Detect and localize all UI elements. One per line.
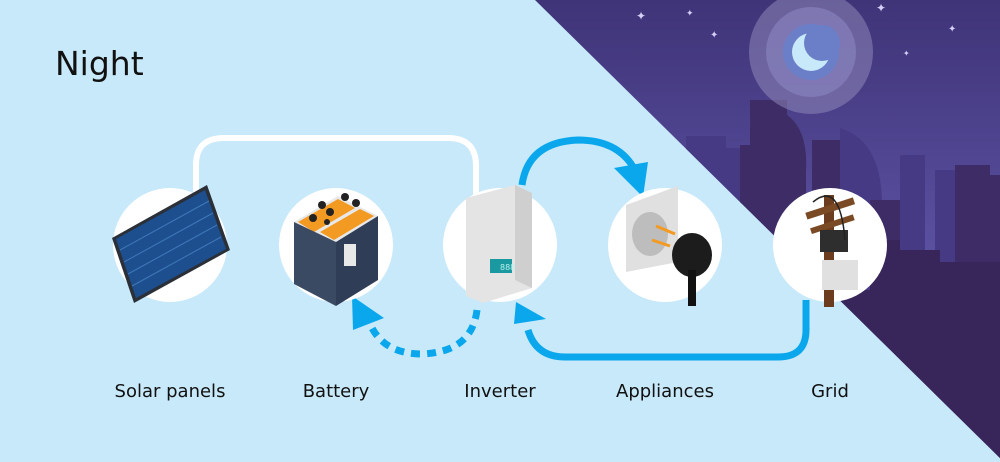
- label-inverter: Inverter: [464, 381, 536, 402]
- flow-solar-to-inverter-inactive: [193, 135, 479, 195]
- flow-grid-to-inverter: [514, 300, 810, 361]
- flow-inverter-to-battery-dashed: [352, 296, 481, 358]
- power-plug-icon: [626, 186, 712, 306]
- label-battery: Battery: [302, 381, 370, 402]
- svg-text:✦: ✦: [903, 49, 910, 58]
- label-appliances: Appliances: [616, 381, 714, 402]
- solar-panel-icon: [112, 185, 230, 303]
- page-title: Night: [55, 44, 144, 83]
- svg-text:✦: ✦: [686, 9, 694, 19]
- svg-text:✦: ✦: [876, 1, 886, 15]
- svg-text:✦: ✦: [636, 9, 646, 23]
- flow-inverter-to-appliances: [518, 136, 648, 197]
- label-solar-panels: Solar panels: [114, 381, 226, 402]
- moon-icon: [749, 0, 873, 114]
- battery-icon: [294, 193, 378, 306]
- svg-text:✦: ✦: [710, 30, 718, 41]
- utility-pole-icon: [805, 195, 858, 307]
- svg-text:888: 888: [500, 263, 515, 272]
- svg-text:✦: ✦: [948, 24, 956, 35]
- inverter-icon: 888: [466, 185, 532, 303]
- stars: ✦ ✦ ✦ ✦ ✦ ✦: [636, 1, 956, 58]
- label-grid: Grid: [811, 381, 849, 402]
